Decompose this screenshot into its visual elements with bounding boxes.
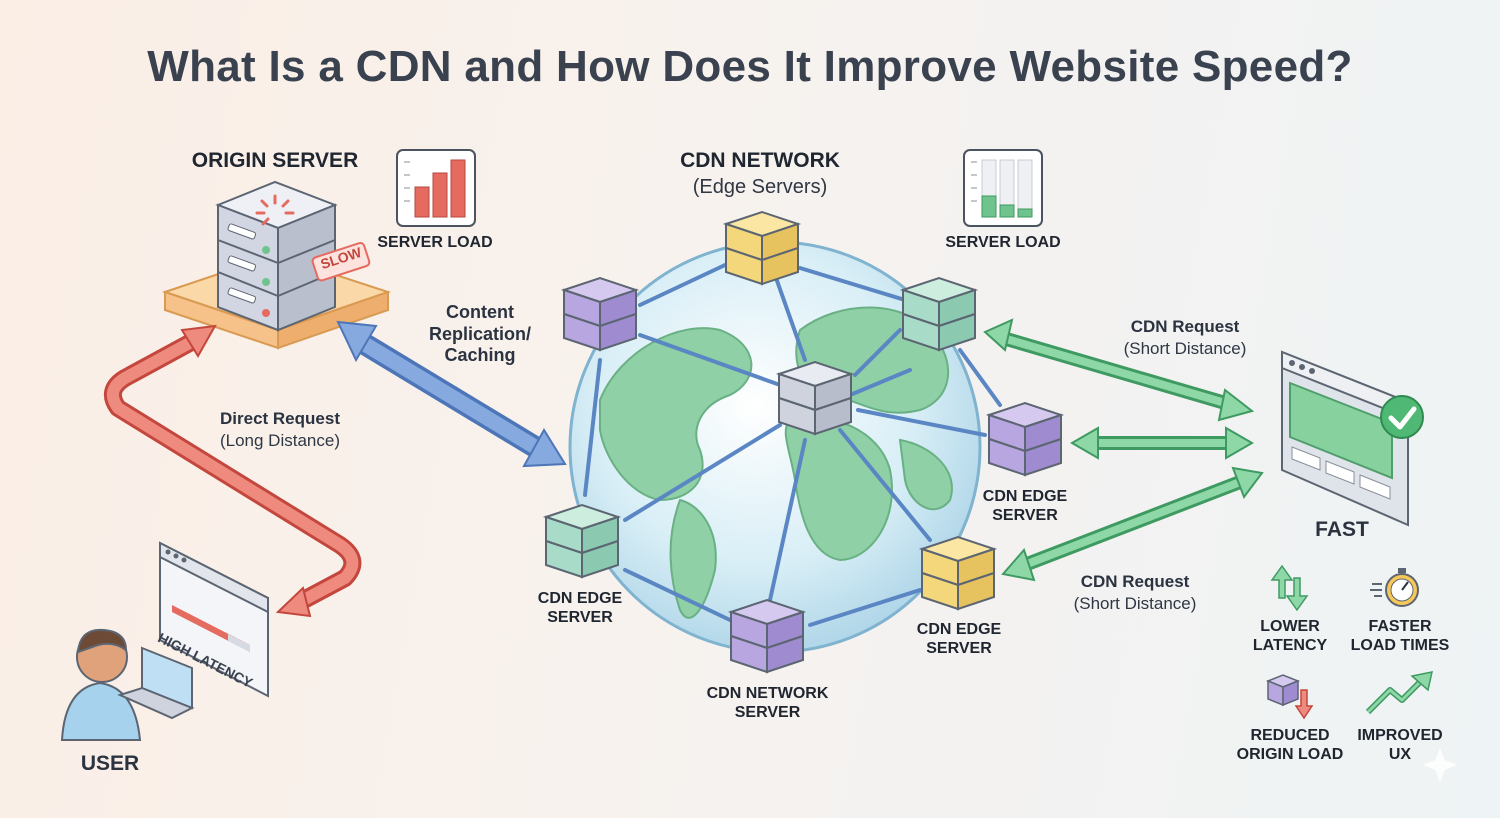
replication-line: Content [446,302,514,322]
origin-load-icon [1265,674,1314,720]
direct-request-label: Direct Request [220,409,340,428]
label-line: CDN EDGE [982,488,1068,505]
network-links [583,263,1002,627]
label-line: ORIGIN LOAD [1236,746,1344,764]
latency-arrows-icon [1270,564,1309,612]
label-line: FASTER [1368,618,1432,635]
benefit-faster-load-times: FASTER LOAD TIMES [1340,617,1460,655]
replication-arrow [336,320,567,468]
edge-server-left-label: CDN EDGE SERVER [520,589,640,627]
server-purple-topleft [560,276,640,352]
slow-badge-shape [311,241,371,282]
label-line: SERVER [992,507,1058,525]
direct-request-arrow [103,324,362,618]
cdn-request-arrows [983,318,1264,582]
label-line: CDN EDGE [537,590,623,607]
label-line: SERVER [547,609,613,627]
label-line: IMPROVED [1357,727,1443,744]
replication-line: Caching [444,345,516,366]
origin-server [161,180,392,350]
benefit-improved-ux: IMPROVED UX [1340,726,1460,764]
origin-server-load-label: SERVER LOAD [377,234,493,251]
benefit-lower-latency: LOWER LATENCY [1230,617,1350,655]
cdn-network-subheading: (Edge Servers) [692,176,828,198]
server-purple-bottom [727,598,807,674]
website-window [1281,350,1409,527]
cdn-request-bottom-label: CDN Request [1080,572,1190,591]
server-teal-topright [899,276,979,352]
user-browser-window [159,541,269,698]
edge-server-right-label: CDN EDGE SERVER [965,487,1085,525]
fast-label: FAST [1315,518,1369,541]
label-line: SERVER [734,704,801,722]
label-line: LOAD TIMES [1350,637,1450,655]
label-line: LOWER [1260,618,1320,635]
server-grey-center [775,360,855,436]
edge-server-bottom-label: CDN EDGE SERVER [899,620,1019,658]
checkmark-icon [1380,395,1424,439]
laptop-icon [117,646,195,720]
cdn-request-top-sublabel: (Short Distance) [1123,339,1247,358]
user-avatar [60,628,142,741]
cdn-network-heading: CDN NETWORK [680,149,840,172]
replication-label: Content Replication/ Caching [405,302,555,367]
server-teal-left [542,503,622,579]
cdn-server-load-label: SERVER LOAD [945,234,1061,251]
loading-spinner-icon [255,194,295,226]
label-line: REDUCED [1250,727,1330,744]
server-yellow-top [722,210,802,286]
label-line: SERVER [926,640,992,658]
label-line: CDN NETWORK [706,685,829,702]
user-label: USER [80,752,140,775]
label-line: UX [1388,746,1412,764]
origin-server-heading: ORIGIN SERVER [191,149,359,172]
cdn-request-bottom-sublabel: (Short Distance) [1073,594,1197,613]
benefit-reduced-origin-load: REDUCED ORIGIN LOAD [1225,726,1355,764]
trend-up-icon [1365,671,1433,715]
page-title: What Is a CDN and How Does It Improve We… [147,42,1353,91]
server-load-chart-low [963,149,1043,227]
sparkle-icon [1423,748,1457,782]
server-yellow-bottomright [918,535,998,611]
network-server-bottom-label: CDN NETWORK SERVER [690,684,845,722]
label-line: CDN EDGE [916,621,1002,638]
stopwatch-icon [1370,568,1419,607]
cdn-request-top-label: CDN Request [1130,317,1240,336]
server-purple-right [985,401,1065,477]
direct-request-sublabel: (Long Distance) [219,431,340,450]
label-line: LATENCY [1252,637,1328,655]
server-load-chart-high [396,149,476,227]
replication-line: Replication/ [428,323,531,344]
